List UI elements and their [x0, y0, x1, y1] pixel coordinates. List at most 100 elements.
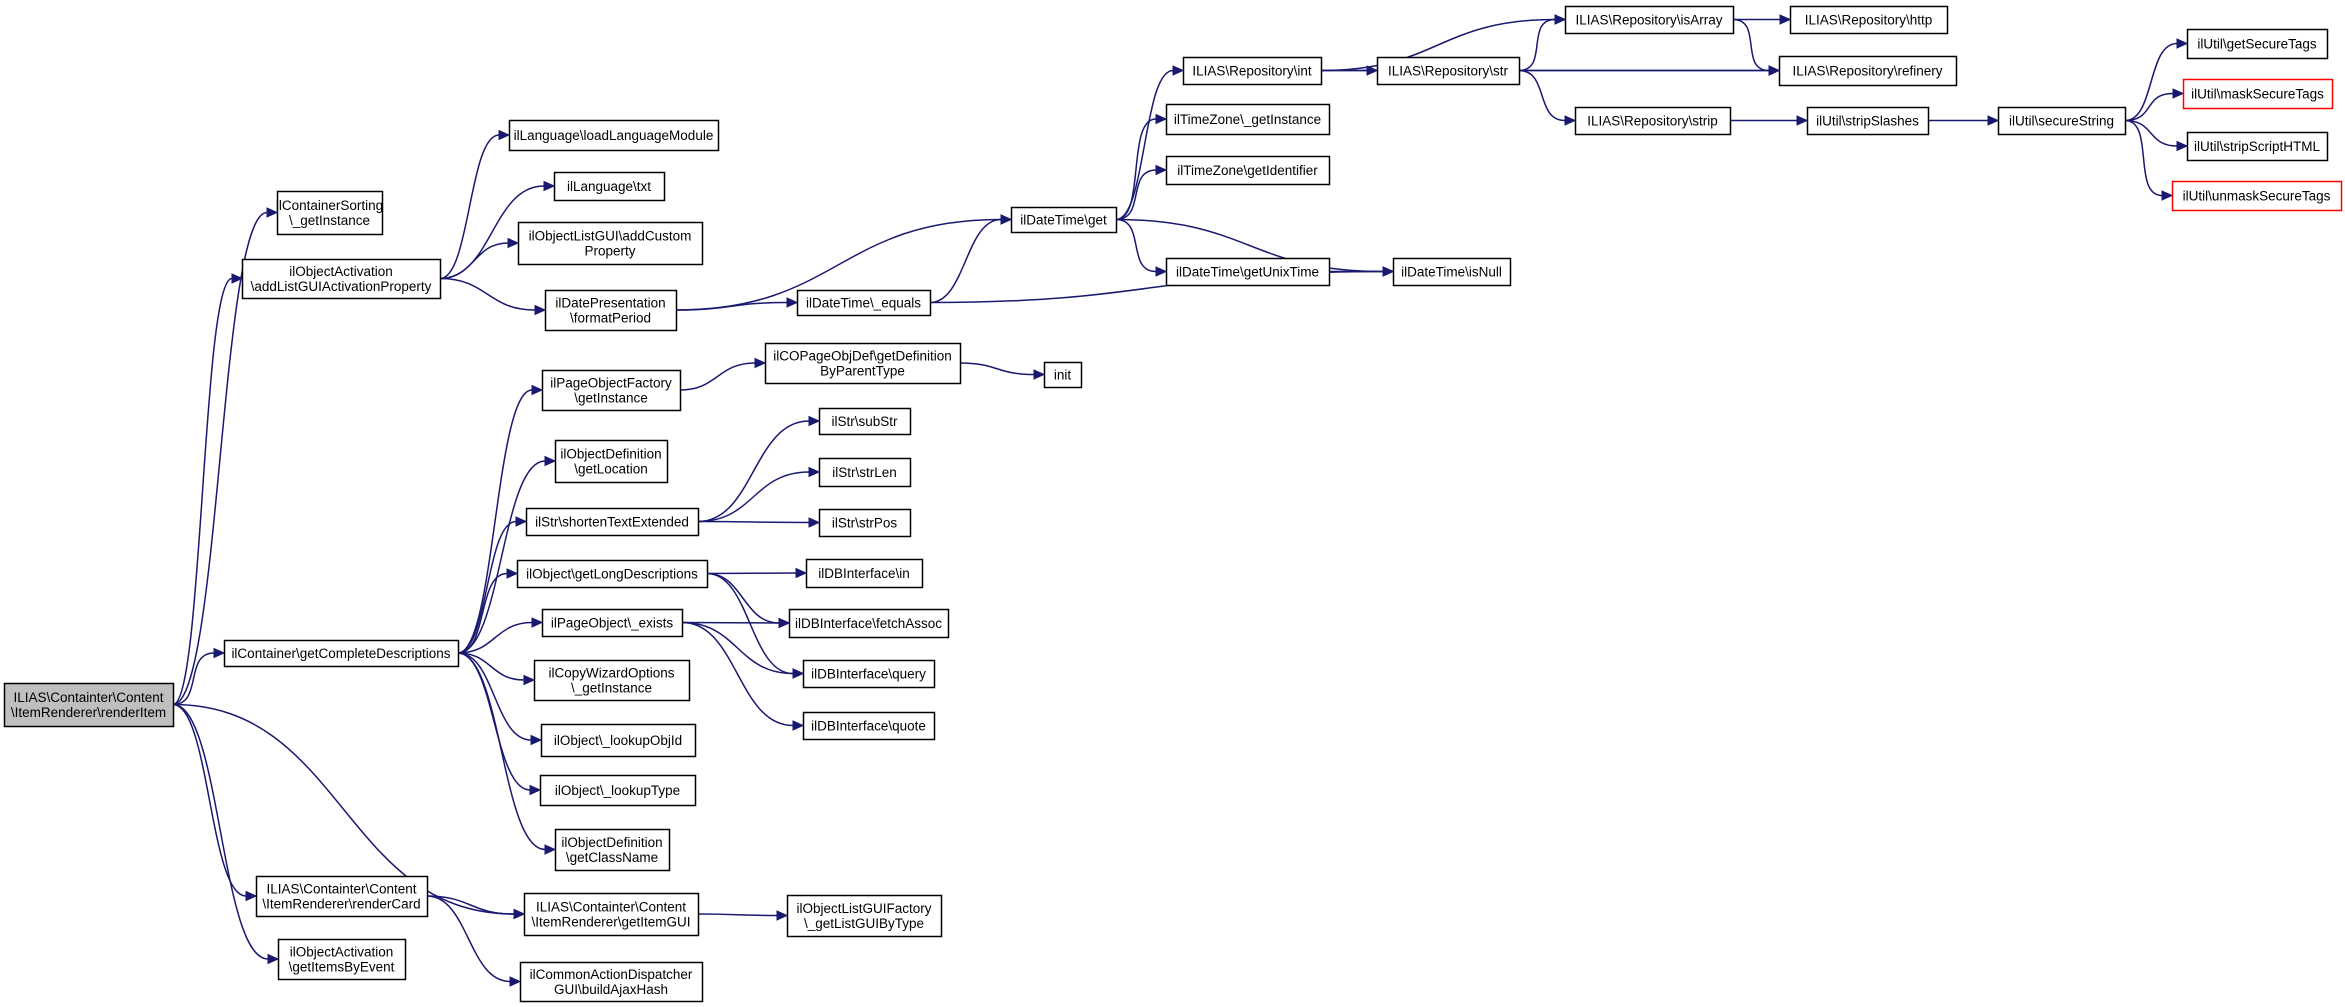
function-node-ldesc[interactable]: ilObject\getLongDescriptions — [516, 559, 709, 589]
function-node-tzid[interactable]: ilTimeZone\getIdentifier — [1165, 155, 1331, 186]
function-node-unmask[interactable]: ilUtil\unmaskSecureTags — [2171, 180, 2343, 212]
function-node-stripsl[interactable]: ilUtil\stripSlashes — [1806, 106, 1930, 136]
function-node-langload[interactable]: ilLanguage\loadLanguageModule — [508, 119, 720, 152]
edge-line — [439, 134, 500, 280]
function-node-refinery[interactable]: ILIAS\Repository\refinery — [1778, 55, 1958, 87]
function-node-looktype[interactable]: ilObject\_lookupType — [539, 774, 697, 807]
call-edge — [457, 652, 557, 855]
node-label: ilDateTime\isNull — [1401, 265, 1502, 280]
function-node-evt[interactable]: ilObjectActivation\getItemsByEvent — [277, 938, 407, 981]
arrowhead — [1779, 14, 1792, 25]
function-node-lookid[interactable]: ilObject\_lookupObjId — [540, 723, 697, 758]
arrowhead — [2161, 190, 2174, 201]
function-node-dbfetch[interactable]: ilDBInterface\fetchAssoc — [788, 608, 950, 639]
function-node-olguifact[interactable]: ilObjectListGUIFactory\_getListGUIByType — [786, 894, 943, 938]
function-node-strip[interactable]: ILIAS\Repository\strip — [1574, 106, 1732, 136]
node-box — [541, 369, 682, 412]
function-node-dtequals[interactable]: ilDateTime\_equals — [796, 289, 932, 317]
node-label: ilLanguage\txt — [567, 179, 651, 194]
call-edge — [1115, 113, 1168, 221]
node-label: ilUtil\getSecureTags — [2197, 37, 2317, 52]
call-edge — [675, 297, 799, 311]
call-edge — [457, 568, 519, 654]
function-node-repstr[interactable]: ILIAS\Repository\str — [1376, 56, 1521, 86]
function-node-isnull[interactable]: ilDateTime\isNull — [1392, 257, 1512, 287]
arrowhead — [754, 357, 767, 369]
function-node-dtget[interactable]: ilDateTime\get — [1010, 206, 1118, 234]
function-node-strpos[interactable]: ilStr\strPos — [818, 508, 912, 538]
function-node-isarray[interactable]: ILIAS\Repository\isArray — [1564, 5, 1735, 35]
node-label: ILIAS\Containter\Content — [536, 900, 686, 915]
function-node-init[interactable]: init — [1043, 361, 1083, 389]
function-node-getcomp[interactable]: ilContainer\getCompleteDescriptions — [223, 639, 460, 668]
function-node-repint[interactable]: ILIAS\Repository\int — [1182, 56, 1323, 86]
function-node-itemgui[interactable]: ILIAS\Containter\Content\ItemRenderer\ge… — [523, 892, 700, 937]
function-node-strshort[interactable]: ilStr\shortenTextExtended — [525, 507, 700, 537]
arrowhead — [543, 180, 556, 192]
function-node-stripscr[interactable]: ilUtil\stripScriptHTML — [2186, 131, 2329, 162]
function-node-strlen[interactable]: ilStr\strLen — [818, 457, 912, 488]
function-node-poexists[interactable]: ilPageObject\_exists — [541, 608, 684, 638]
node-box — [533, 659, 691, 702]
function-node-unix[interactable]: ilDateTime\getUnixTime — [1165, 257, 1331, 287]
node-label: ilObjectListGUI\addCustom — [529, 229, 692, 244]
function-node-langtxt[interactable]: ilLanguage\txt — [553, 171, 666, 202]
edge-line — [679, 362, 756, 391]
call-edge — [1115, 65, 1185, 221]
call-edge — [172, 273, 244, 706]
call-edge — [681, 621, 805, 731]
function-node-ajax[interactable]: ilCommonActionDispatcherGUI\buildAjaxHas… — [519, 961, 704, 1003]
node-label: \formatPeriod — [570, 311, 651, 326]
node-box — [519, 961, 704, 1003]
node-label: ilDBInterface\quote — [811, 719, 926, 734]
node-label: ilStr\shortenTextExtended — [535, 515, 689, 530]
node-label: ilContainer\getCompleteDescriptions — [231, 646, 450, 661]
node-label: GUI\buildAjaxHash — [554, 982, 668, 997]
node-label: ILIAS\Repository\refinery — [1792, 64, 1942, 79]
function-node-datepres[interactable]: ilDatePresentation\formatPeriod — [544, 289, 678, 332]
node-box — [1043, 361, 1083, 389]
function-node-dbin[interactable]: ilDBInterface\in — [805, 558, 924, 589]
call-edge — [1733, 14, 1792, 25]
function-node-substr[interactable]: ilStr\subStr — [818, 407, 912, 436]
edge-line — [439, 277, 536, 311]
node-label: ilObject\getLongDescriptions — [526, 567, 698, 582]
call-edge — [172, 207, 279, 706]
function-node-rcard[interactable]: ILIAS\Containter\Content\ItemRenderer\re… — [255, 875, 429, 918]
node-label: ilCommonActionDispatcher — [530, 967, 693, 982]
function-node-act_add[interactable]: ilObjectActivation\addListGUIActivationP… — [241, 258, 442, 300]
function-node-getsec[interactable]: ilUtil\getSecureTags — [2186, 28, 2329, 60]
function-node-secstr[interactable]: ilUtil\secureString — [1997, 106, 2127, 136]
node-label: ilObjectDefinition — [560, 447, 661, 462]
node-box — [1165, 155, 1331, 186]
function-node-sort[interactable]: ilContainerSorting\_getInstance — [276, 190, 384, 236]
call-edge — [439, 277, 547, 316]
call-edge — [1732, 18, 1781, 76]
function-node-dbquery[interactable]: ilDBInterface\query — [802, 659, 936, 689]
node-label: ilObjectActivation — [289, 264, 393, 279]
node-box — [2186, 28, 2329, 60]
node-label: ilCOPageObjDef\getDefinition — [773, 349, 952, 364]
function-node-root[interactable]: ILIAS\Containter\Content\ItemRenderer\re… — [3, 682, 175, 728]
function-node-odclass[interactable]: ilObjectDefinition\getClassName — [554, 828, 671, 872]
node-box — [818, 508, 912, 538]
arrowhead — [506, 568, 519, 579]
function-node-tzinst[interactable]: ilTimeZone\_getInstance — [1165, 103, 1331, 136]
arrowhead — [1796, 115, 1809, 126]
call-edge — [1115, 218, 1168, 277]
function-node-dbquote[interactable]: ilDBInterface\quote — [802, 711, 936, 741]
function-node-pofact[interactable]: ilPageObjectFactory\getInstance — [541, 369, 682, 412]
node-box — [523, 892, 700, 937]
function-node-masksec[interactable]: ilUtil\maskSecureTags — [2182, 78, 2334, 110]
function-node-odloc[interactable]: ilObjectDefinition\getLocation — [554, 439, 669, 484]
arrowhead — [509, 976, 522, 987]
node-label: ilUtil\stripScriptHTML — [2194, 139, 2321, 154]
function-node-cwo[interactable]: ilCopyWizardOptions\_getInstance — [533, 659, 691, 702]
edge-line — [2124, 119, 2178, 147]
node-box — [3, 682, 175, 728]
edge-line — [457, 652, 525, 681]
function-node-http[interactable]: ILIAS\Repository\http — [1789, 5, 1949, 35]
arrowhead — [515, 516, 528, 527]
